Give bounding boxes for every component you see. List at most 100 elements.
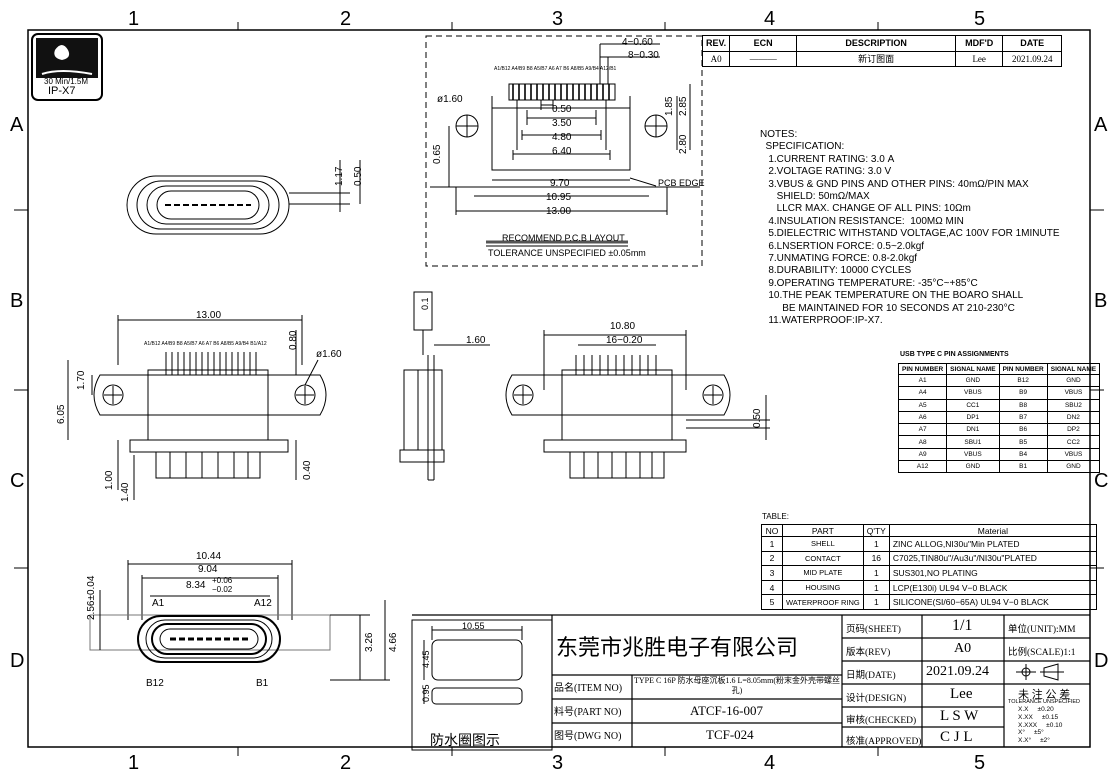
dim-050-back: 0.50 <box>752 408 763 428</box>
pin-cell: DP2 <box>1046 423 1101 437</box>
pcb-edge-label: PCB EDGE <box>658 178 705 188</box>
dim-350: 3.50 <box>552 118 572 129</box>
mdfd-header: MDF'D <box>955 35 1004 52</box>
bom-cell: 5 <box>761 594 783 610</box>
dim-pitch-a: 4−0.60 <box>622 37 653 48</box>
pcb-tolerance: TOLERANCE UNSPECIFIED ±0.05mm <box>488 248 646 258</box>
note-line: SHIELD: 50mΩ/MAX <box>760 191 870 203</box>
pin-table-header: SIGNAL NAME <box>1046 363 1101 375</box>
zone-col-1: 1 <box>128 8 140 30</box>
tolerance-row: X.XX ±0.15 <box>1018 713 1059 721</box>
dim-1300-pcb: 13.00 <box>546 206 572 217</box>
zone-row-a: A <box>10 114 24 136</box>
dim-hole-dia: ø1.60 <box>437 94 463 105</box>
pin-cell: GND <box>946 460 1000 474</box>
pin-cell: CC1 <box>946 398 1000 412</box>
pin-cell: A12 <box>897 460 948 474</box>
zone-row-d-right: D <box>1094 650 1109 672</box>
pin-cell: DP1 <box>946 410 1000 425</box>
pin-cell: B6 <box>998 423 1048 437</box>
dim-170: 1.70 <box>76 370 87 390</box>
pin-cell: B5 <box>998 435 1048 449</box>
dim-040: 0.40 <box>302 460 313 480</box>
zone-col-2: 2 <box>340 8 352 30</box>
dim-466: 4.66 <box>388 632 399 652</box>
note-line: 8.DURABILITY: 10000 CYCLES <box>760 265 912 277</box>
note-line: 2.VOLTAGE RATING: 3.0 V <box>760 166 892 178</box>
pin-cell: DN2 <box>1046 410 1101 425</box>
bom-header: Q'TY <box>862 524 890 537</box>
note-line: 10.THE PEAK TEMPERATURE ON THE BOARO SHA… <box>760 290 1024 302</box>
dim-140: 1.40 <box>120 482 131 502</box>
pin-cell: A4 <box>897 386 948 400</box>
dim-065: 0.65 <box>432 144 443 164</box>
dim-1080: 10.80 <box>610 321 636 332</box>
design-label: 设计(DESIGN) <box>846 694 907 704</box>
bom-cell: 1 <box>862 579 890 596</box>
pin-cell: A1 <box>897 373 948 388</box>
pin-cell: B1 <box>998 460 1048 474</box>
bom-cell: C7025,TIN80u"/Au3u"/NI30u"PLATED <box>888 550 1097 567</box>
approved-value: C J L <box>940 729 973 745</box>
pin-table-header: PIN NUMBER <box>998 363 1048 375</box>
dwg-value: TCF-024 <box>706 727 754 742</box>
checked-value: L S W <box>940 708 979 724</box>
pin-cell: VBUS <box>946 386 1000 400</box>
note-line: 1.CURRENT RATING: 3.0 A <box>760 153 895 165</box>
dim-1044: 10.44 <box>196 551 222 562</box>
dim-280: 2.80 <box>678 134 689 154</box>
bom-title: TABLE: <box>762 512 789 521</box>
sheet-label: 页码(SHEET) <box>846 625 901 635</box>
pin-cell: A6 <box>897 410 948 425</box>
mdfd-value: Lee <box>955 50 1004 67</box>
part-value: ATCF-16-007 <box>690 703 763 718</box>
dim-970: 9.70 <box>550 178 570 189</box>
dim-185: 1.85 <box>664 96 675 116</box>
pin-cell: B9 <box>998 386 1048 400</box>
pin-cell: GND <box>946 373 1000 388</box>
dim-285: 2.85 <box>678 96 689 116</box>
dim-834-tol-plus: +0.06 <box>212 576 233 585</box>
description-header: DESCRIPTION <box>796 35 957 52</box>
dim-1095: 10.95 <box>546 192 572 203</box>
checked-label: 审核(CHECKED) <box>846 716 917 726</box>
label-a1: A1 <box>152 598 165 609</box>
note-line: 5.DIELECTRIC WITHSTAND VOLTAGE,AC 100V F… <box>760 228 1060 240</box>
front-pin-labels: A1/B12 A4/B9 B8 A5/B7 A6 A7 B6 A8/B5 A9/… <box>144 341 267 347</box>
zone-col-5-bottom: 5 <box>974 752 986 774</box>
note-line: 9.OPERATING TEMPERATURE: -35°C~+85°C <box>760 277 978 289</box>
bom-cell: CONTACT <box>782 550 864 567</box>
dim-050: 0.50 <box>552 104 572 115</box>
pin-cell: VBUS <box>1046 447 1101 462</box>
bom-cell: WATERPROOF RING <box>782 594 864 610</box>
zone-row-c-right: C <box>1094 470 1109 492</box>
bom-cell: SHELL <box>782 536 864 552</box>
bom-cell: 2 <box>761 550 783 567</box>
bom-cell: 1 <box>862 594 890 610</box>
pin-cell: B8 <box>998 398 1048 412</box>
dim-904: 9.04 <box>198 564 218 575</box>
zone-col-4-bottom: 4 <box>764 752 776 774</box>
revision-table: REV. ECN DESCRIPTION MDF'D DATE A0 ——— 新… <box>701 35 1063 67</box>
part-label: 料号(PART NO) <box>554 707 622 718</box>
sheet-value: 1/1 <box>952 617 973 634</box>
bom-cell: 1 <box>862 565 890 581</box>
bom-cell: ZINC ALLOG,NI30u"Min PLATED <box>888 536 1097 552</box>
description-value: 新订图面 <box>796 50 957 67</box>
zone-row-b-right: B <box>1094 290 1108 312</box>
zone-col-4: 4 <box>764 8 776 30</box>
bom-header: PART <box>782 524 864 537</box>
company-name: 东莞市兆胜电子有限公司 <box>556 635 799 660</box>
